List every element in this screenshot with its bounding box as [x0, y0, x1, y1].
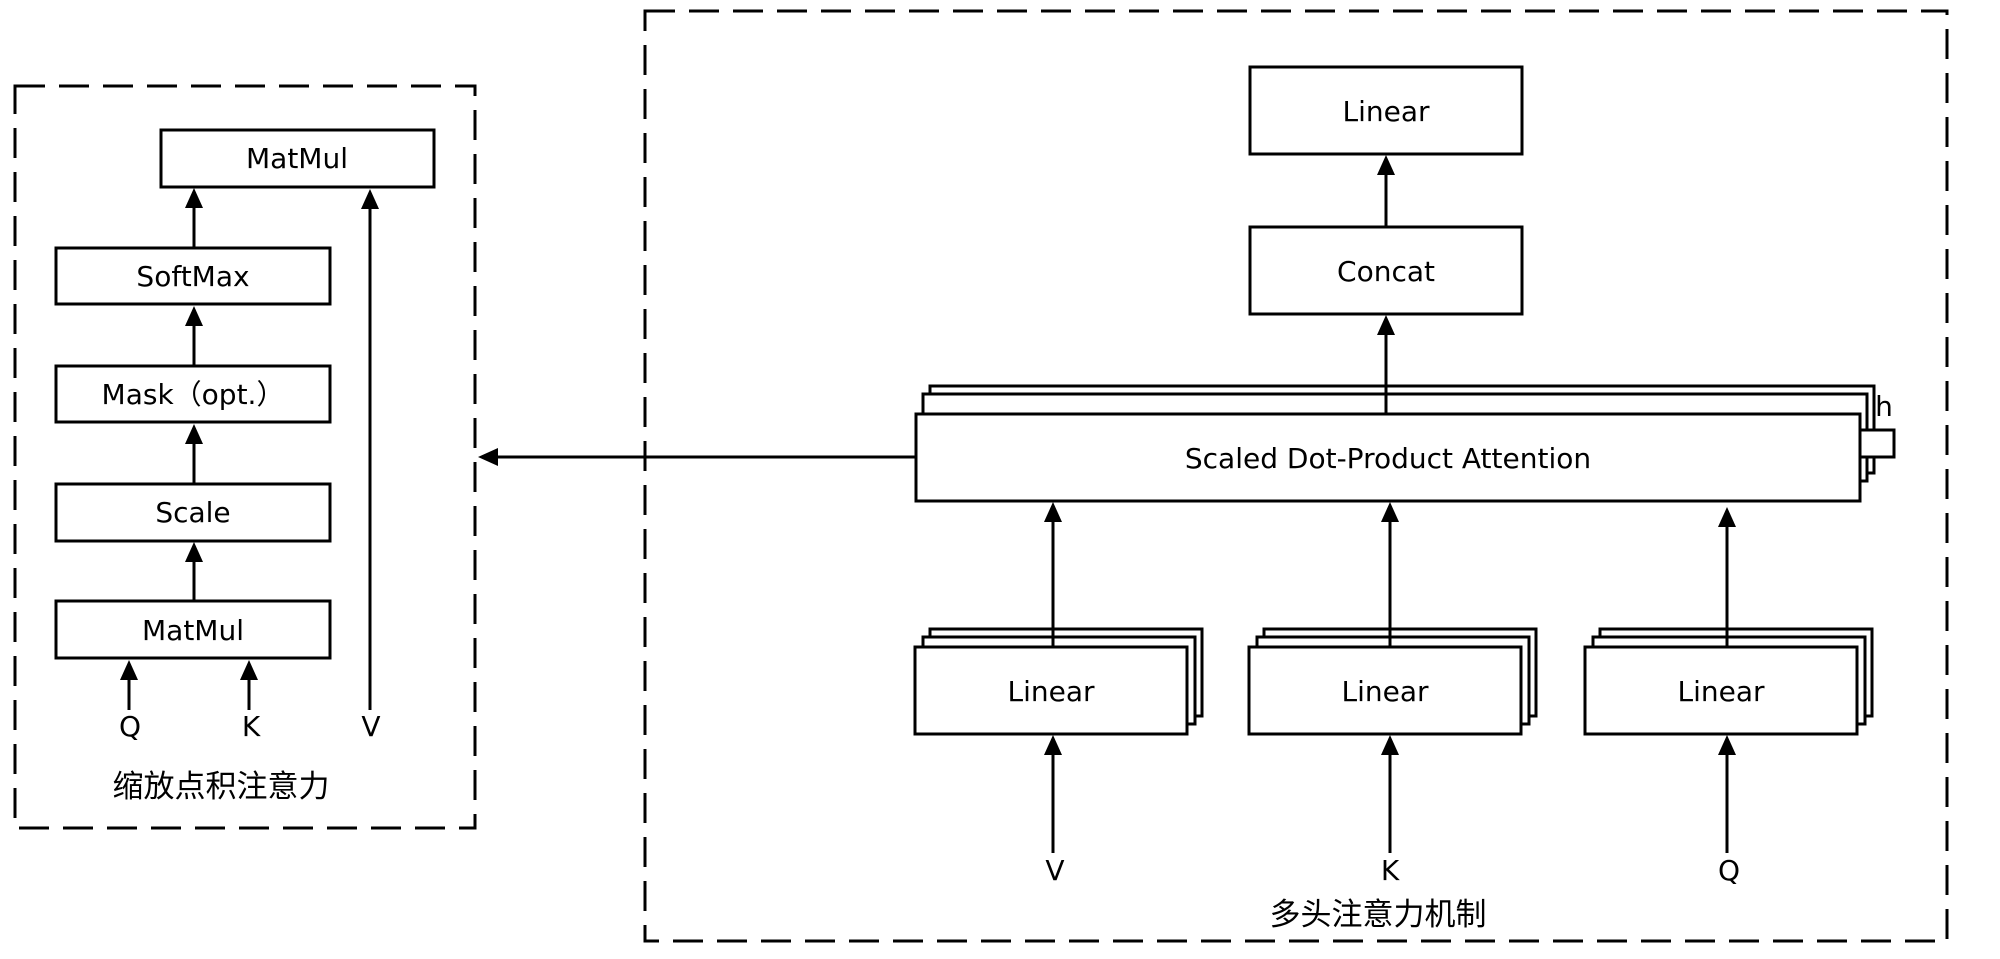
linear-q-stack: Linear	[1583, 627, 1874, 736]
arrow-sdpa-to-concat	[1377, 315, 1395, 414]
arrow-linear-v-to-sdpa	[1044, 502, 1062, 647]
linear-v-stack: Linear	[913, 627, 1204, 736]
mh-input-k-label: K	[1381, 854, 1400, 887]
concat-label: Concat	[1337, 255, 1435, 288]
arrow-v-to-linear	[1044, 735, 1062, 853]
arrow-v-to-matmul-top	[361, 189, 379, 710]
matmul-bottom-label: MatMul	[142, 614, 244, 647]
scale-label: Scale	[155, 496, 230, 529]
matmul-bottom-box	[54, 599, 332, 660]
linear-q-front	[1583, 645, 1859, 736]
scaled-attention-panel: MatMul SoftMax Mask（opt.） Scale MatMul	[13, 84, 477, 830]
arrow-linear-k-to-sdpa	[1381, 502, 1399, 647]
linear-v-front	[913, 645, 1189, 736]
arrow-k-to-linear	[1381, 735, 1399, 853]
linear-top-box	[1248, 65, 1524, 156]
matmul-top-box	[159, 128, 436, 189]
arrow-q-to-matmul	[120, 660, 138, 710]
linear-k-stack: Linear	[1247, 627, 1538, 736]
arrow-linear-q-to-sdpa	[1718, 507, 1736, 647]
arrow-sdpa-to-scaled-attention	[478, 448, 916, 466]
linear-k-front	[1247, 645, 1523, 736]
input-k-label: K	[242, 710, 261, 743]
input-q-label: Q	[119, 710, 141, 743]
linear-top-label: Linear	[1342, 95, 1430, 128]
concat-box	[1248, 225, 1524, 316]
input-v-label: V	[361, 710, 380, 743]
arrow-concat-to-linear	[1377, 155, 1395, 227]
multi-head-panel: Linear Concat h Scaled Dot-Product Atten…	[478, 9, 1949, 943]
heads-count-label: h	[1875, 390, 1893, 423]
mh-input-q-label: Q	[1718, 854, 1740, 887]
mh-input-v-label: V	[1045, 854, 1064, 887]
scale-box	[54, 482, 332, 543]
arrow-softmax-to-matmul	[185, 188, 203, 248]
scaled-attention-title: 缩放点积注意力	[113, 769, 330, 805]
sdpa-label: Scaled Dot-Product Attention	[1185, 442, 1591, 475]
sdpa-stack: h Scaled Dot-Product Attention	[914, 384, 1896, 503]
arrow-matmul-to-scale	[185, 542, 203, 601]
scaled-attention-frame	[13, 84, 477, 830]
matmul-top-label: MatMul	[246, 142, 348, 175]
linear-v-label: Linear	[1007, 675, 1095, 708]
arrow-k-to-matmul	[240, 660, 258, 710]
linear-q-label: Linear	[1677, 675, 1765, 708]
multi-head-title: 多头注意力机制	[1270, 897, 1487, 933]
multi-head-frame	[643, 9, 1949, 943]
arrow-scale-to-mask	[185, 424, 203, 484]
softmax-box	[54, 246, 332, 306]
heads-bracket	[1858, 428, 1896, 459]
mask-label: Mask（opt.）	[102, 378, 285, 411]
linear-k-label: Linear	[1341, 675, 1429, 708]
arrow-mask-to-softmax	[185, 306, 203, 366]
softmax-label: SoftMax	[136, 260, 249, 293]
arrow-q-to-linear	[1718, 735, 1736, 853]
